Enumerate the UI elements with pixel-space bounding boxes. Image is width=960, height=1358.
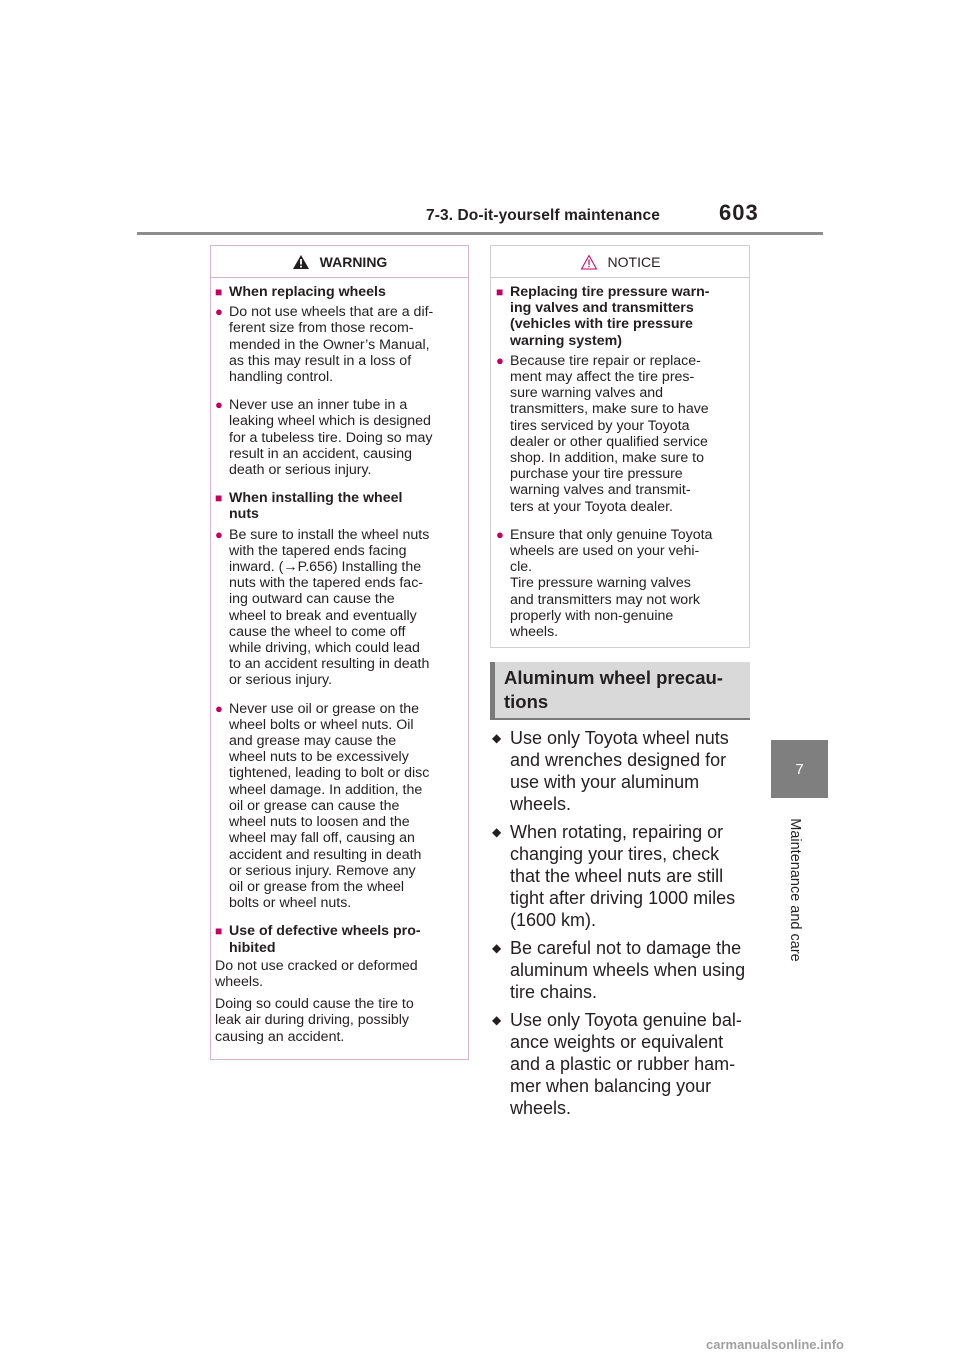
square-bullet-icon: ■ xyxy=(496,285,504,299)
bullet-item: ● Ensure that only genuine Toyota wheels … xyxy=(496,527,744,640)
notice-triangle-icon xyxy=(580,253,597,269)
notice-body: ■ Replacing tire pressure warn- ing valve… xyxy=(491,278,749,640)
square-bullet-icon: ■ xyxy=(215,491,223,506)
bullet-item: ● Be sure to install the wheel nuts with … xyxy=(215,527,463,689)
chapter-tab-label: Maintenance and care xyxy=(784,805,806,975)
subheading: ■ When installing the wheel nuts xyxy=(215,490,463,522)
bullet-item: ● Never use oil or grease on the wheel bo… xyxy=(215,701,463,912)
subheading-text: When replacing wheels xyxy=(229,284,386,300)
warning-box-header: WARNING xyxy=(211,246,468,278)
bullet-text: Never use an inner tube in a leaking whe… xyxy=(229,397,433,479)
dot-bullet-icon: ● xyxy=(496,352,504,368)
section-title: Aluminum wheel precau- tions xyxy=(490,662,750,720)
list-item-text: Use only Toyota wheel nuts and wrenches … xyxy=(510,728,729,814)
bullet-text: Do not use wheels that are a dif- ferent… xyxy=(229,304,434,386)
dot-bullet-icon: ● xyxy=(215,526,223,542)
dot-bullet-icon: ● xyxy=(215,304,223,320)
chapter-tab-number: 7 xyxy=(771,740,828,798)
bullet-text: Be sure to install the wheel nuts with t… xyxy=(229,526,430,689)
square-bullet-icon: ■ xyxy=(215,285,223,299)
subheading-text: Replacing tire pressure warn- ing valves… xyxy=(510,284,710,349)
notice-title: NOTICE xyxy=(607,253,661,270)
subheading: ■ Replacing tire pressure warn- ing valve… xyxy=(496,284,744,349)
subheading: ■ Use of defective wheels pro- hibited xyxy=(215,923,463,955)
page-number: 603 xyxy=(719,200,759,225)
notice-box: NOTICE ■ Replacing tire pressure warn- in… xyxy=(490,245,750,648)
bullet-text: Never use oil or grease on the wheel bol… xyxy=(229,700,430,912)
subheading-text: Use of defective wheels pro- hibited xyxy=(229,923,421,956)
paragraph: Do not use cracked or deformed wheels. xyxy=(215,957,418,990)
section-heading: 7-3. Do-it-yourself maintenance xyxy=(426,207,660,224)
bullet-item: ● Do not use wheels that are a dif- feren… xyxy=(215,304,463,385)
diamond-bullet-icon: ◆ xyxy=(492,731,502,745)
list-item-text: When rotating, repairing or changing you… xyxy=(510,822,736,930)
list-item-text: Be careful not to damage the aluminum wh… xyxy=(510,938,746,1002)
warning-triangle-icon xyxy=(292,254,309,269)
bullet-item: ● Because tire repair or replace- ment ma… xyxy=(496,353,744,515)
list-item-text: Use only Toyota genuine bal- ance weight… xyxy=(510,1010,742,1118)
warning-title: WARNING xyxy=(319,253,388,270)
diamond-bullet-icon: ◆ xyxy=(492,825,502,839)
diamond-bullet-icon: ◆ xyxy=(492,1013,502,1027)
dot-bullet-icon: ● xyxy=(215,700,223,716)
list-item: ◆ Be careful not to damage the aluminum w… xyxy=(492,937,754,1003)
list-item: ◆ When rotating, repairing or changing yo… xyxy=(492,821,754,931)
bullet-list: ◆ Use only Toyota wheel nuts and wrenches… xyxy=(492,727,754,1125)
dot-bullet-icon: ● xyxy=(496,526,504,542)
chapter-tab-label-text: Maintenance and care xyxy=(787,818,803,962)
warning-body: ■ When replacing wheels ● Do not use wheels… xyxy=(211,278,468,1045)
notice-box-header: NOTICE xyxy=(491,246,749,278)
subheading: ■ When replacing wheels xyxy=(215,284,463,300)
bullet-text: Because tire repair or replace- ment may… xyxy=(510,352,709,515)
paragraph: Doing so could cause the tire to leak ai… xyxy=(215,996,414,1045)
list-item: ◆ Use only Toyota wheel nuts and wrenches… xyxy=(492,727,754,815)
list-item: ◆ Use only Toyota genuine bal- ance weigh… xyxy=(492,1009,754,1119)
subheading-text: When installing the wheel nuts xyxy=(229,490,403,523)
bullet-item: ● Never use an inner tube in a leaking wh… xyxy=(215,397,463,478)
square-bullet-icon: ■ xyxy=(215,924,223,939)
bullet-text: Ensure that only genuine Toyota wheels a… xyxy=(510,526,713,641)
diamond-bullet-icon: ◆ xyxy=(492,941,502,955)
dot-bullet-icon: ● xyxy=(215,397,223,413)
warning-box: WARNING ■ When replacing wheels ● Do not us… xyxy=(210,245,469,1060)
watermark: carmanualsonline.info xyxy=(706,1337,844,1352)
header-divider xyxy=(137,232,823,235)
